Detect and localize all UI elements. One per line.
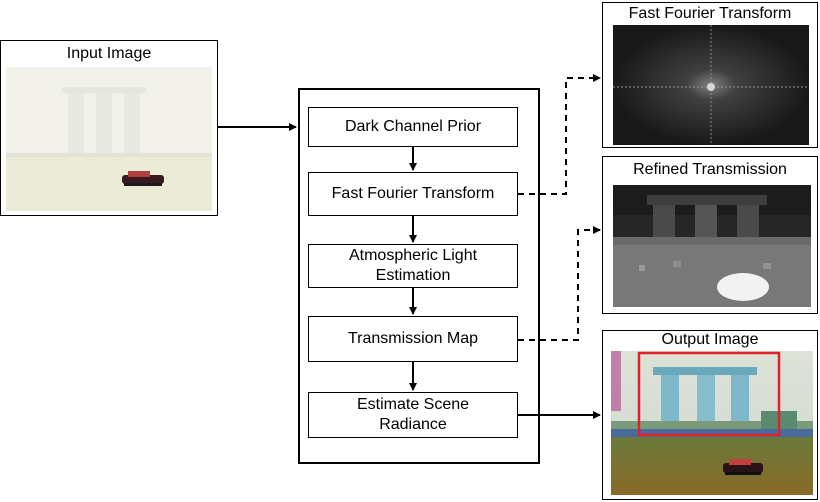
refined-transmission-panel: Refined Transmission — [602, 156, 818, 314]
fft-title: Fast Fourier Transform — [628, 5, 792, 22]
highlight-box — [637, 351, 781, 437]
hazy-input-photo — [6, 67, 212, 211]
fft-panel: Fast Fourier Transform — [602, 2, 818, 148]
refined-transmission-title: Refined Transmission — [633, 161, 787, 178]
step-dark-channel-prior: Dark Channel Prior — [308, 107, 518, 147]
output-image-panel: Output Image — [602, 330, 818, 500]
input-image-panel: Input Image — [0, 40, 218, 216]
dehazed-output-photo — [611, 351, 813, 495]
dashed-arrow-to-fft — [518, 74, 601, 195]
step-atmospheric-light-estimation: Atmospheric Light Estimation — [308, 244, 518, 288]
step-fast-fourier-transform: Fast Fourier Transform — [308, 172, 518, 216]
transmission-map-image — [613, 185, 811, 307]
step-estimate-scene-radiance: Estimate Scene Radiance — [308, 392, 518, 438]
fft-spectrum-image — [613, 25, 809, 145]
dashed-arrow-to-transmission — [518, 226, 601, 341]
input-image-title: Input Image — [66, 45, 152, 62]
step-transmission-map: Transmission Map — [308, 316, 518, 362]
output-image-title: Output Image — [661, 331, 759, 348]
